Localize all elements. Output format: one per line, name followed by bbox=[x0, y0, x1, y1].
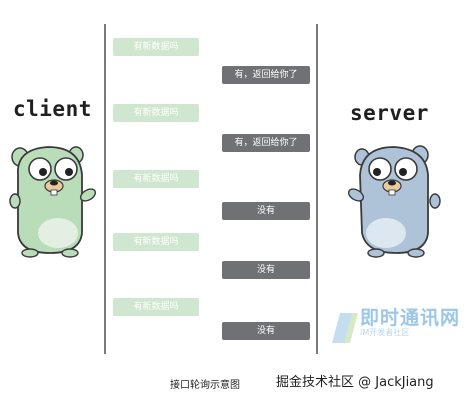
response-message-4: 没有 bbox=[222, 261, 310, 279]
request-message-1: 有新数据吗 bbox=[113, 38, 199, 56]
client-label: client bbox=[13, 97, 92, 121]
watermark-brand: 即时通讯网 bbox=[360, 307, 461, 329]
server-timeline bbox=[316, 24, 318, 354]
response-message-5: 没有 bbox=[222, 322, 310, 340]
response-message-3: 没有 bbox=[222, 202, 310, 220]
request-message-4: 有新数据吗 bbox=[113, 233, 199, 251]
client-timeline bbox=[104, 24, 106, 354]
response-message-1: 有，返回给你了 bbox=[222, 66, 310, 84]
server-gopher-illustration bbox=[347, 145, 441, 258]
server-label: server bbox=[350, 101, 429, 125]
request-message-3: 有新数据吗 bbox=[113, 170, 199, 188]
diagram-caption: 接口轮询示意图 bbox=[170, 380, 240, 391]
request-message-5: 有新数据吗 bbox=[113, 298, 199, 316]
client-gopher-illustration bbox=[9, 146, 97, 258]
im-logo-icon bbox=[332, 313, 358, 343]
watermark-subtitle: IM开发者社区 bbox=[360, 328, 410, 337]
response-message-2: 有，返回给你了 bbox=[222, 134, 310, 152]
request-message-2: 有新数据吗 bbox=[113, 104, 199, 122]
credit-watermark: 掘金技术社区 @ JackJiang bbox=[276, 375, 434, 390]
